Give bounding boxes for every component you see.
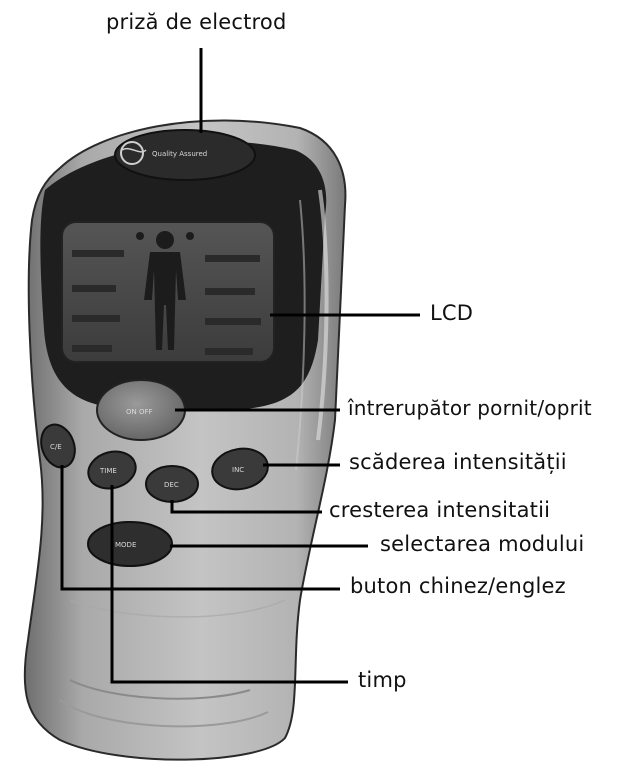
svg-text:INC: INC bbox=[232, 466, 244, 474]
svg-text:ON OFF: ON OFF bbox=[126, 408, 153, 416]
decrease-button[interactable]: DEC bbox=[146, 466, 198, 502]
label-lcd: LCD bbox=[430, 301, 473, 325]
mode-button[interactable]: MODE bbox=[88, 522, 172, 566]
svg-text:DEC: DEC bbox=[164, 481, 179, 489]
label-decrease-intensity: scăderea intensității bbox=[349, 450, 567, 474]
label-power-switch: întrerupător pornit/oprit bbox=[348, 396, 592, 420]
socket-logo-text: Quality Assured bbox=[152, 150, 207, 158]
on-off-button[interactable]: ON OFF bbox=[97, 380, 185, 440]
label-timer: timp bbox=[358, 668, 407, 692]
label-language-button: buton chinez/englez bbox=[350, 574, 566, 598]
svg-text:MODE: MODE bbox=[115, 541, 136, 549]
svg-text:C/E: C/E bbox=[50, 443, 62, 451]
label-increase-intensity: cresterea intensitatii bbox=[329, 498, 550, 522]
electrode-socket[interactable]: Quality Assured bbox=[115, 130, 255, 180]
svg-text:TIME: TIME bbox=[99, 467, 117, 475]
lcd-screen bbox=[62, 222, 274, 362]
label-electrode-socket: priză de electrod bbox=[106, 10, 287, 34]
label-mode-select: selectarea modului bbox=[380, 532, 584, 556]
